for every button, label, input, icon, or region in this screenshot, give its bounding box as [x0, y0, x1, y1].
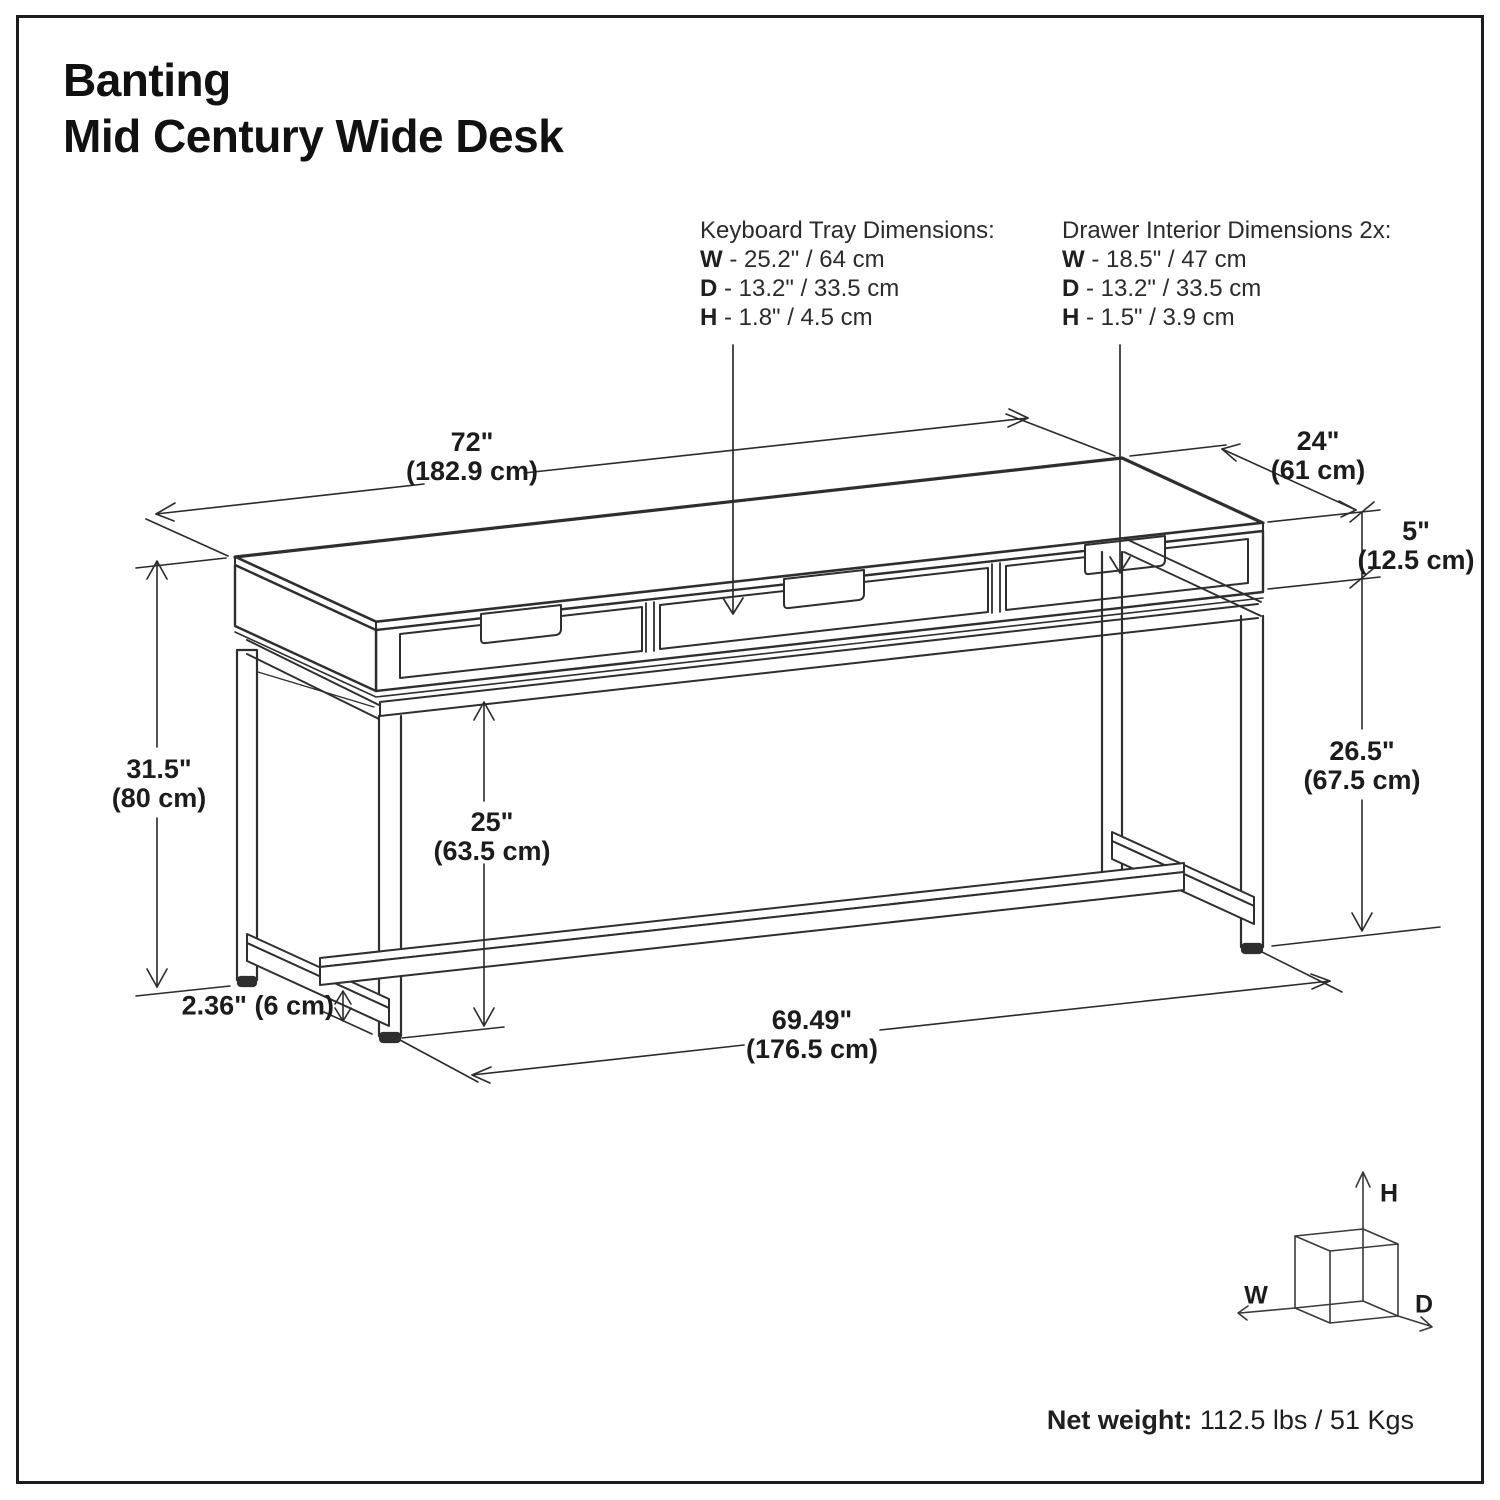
page-title: Banting Mid Century Wide Desk — [63, 52, 564, 164]
dim-label-base-width: 69.49" (176.5 cm) — [745, 1005, 879, 1065]
drawer-leader — [1109, 344, 1131, 574]
spec-row: D - 13.2" / 33.5 cm — [700, 275, 900, 303]
scale-cube-icon — [1237, 1171, 1433, 1332]
product-type: Mid Century Wide Desk — [63, 110, 564, 163]
dim-label-clearance: 25" (63.5 cm) — [433, 807, 551, 867]
keyboard-tray-leader — [722, 344, 744, 615]
net-weight: Net weight: 112.5 lbs / 51 Kgs — [1046, 1405, 1414, 1435]
drawer-right — [1005, 538, 1249, 611]
axis-label-height: H — [1379, 1179, 1399, 1208]
spec-row: H - 1.8" / 4.5 cm — [700, 304, 873, 332]
dim-label-depth: 24" (61 cm) — [1270, 426, 1366, 486]
dim-label-apron-height: 5" (12.5 cm) — [1357, 516, 1475, 576]
drawer-middle — [659, 567, 989, 650]
drawer-handle-icon — [783, 569, 865, 610]
dim-label-overall-height: 31.5" (80 cm) — [111, 754, 207, 814]
drawer-interior-specs: Drawer Interior Dimensions 2x: W - 18.5"… — [1062, 216, 1422, 332]
drawer-fronts — [399, 535, 1249, 679]
spec-row: W - 18.5" / 47 cm — [1062, 246, 1247, 274]
axis-label-depth: D — [1414, 1290, 1434, 1319]
leader-lines — [722, 344, 1131, 615]
height-axis-arrow — [1355, 1171, 1371, 1230]
keyboard-tray-specs: Keyboard Tray Dimensions: W - 25.2" / 64… — [700, 216, 1060, 332]
spec-row: H - 1.5" / 3.9 cm — [1062, 304, 1235, 332]
depth-axis-arrow — [1397, 1315, 1433, 1332]
desk-legs — [235, 550, 1265, 1044]
page-border — [16, 15, 1484, 1484]
leg-foot — [1240, 942, 1264, 955]
desk-frame-rails — [246, 537, 1262, 720]
spec-row: W - 25.2" / 64 cm — [700, 246, 885, 274]
product-name: Banting — [63, 54, 231, 106]
drawer-handle-icon — [1084, 535, 1166, 576]
dim-label-leg-height: 26.5" (67.5 cm) — [1303, 736, 1421, 796]
dim-label-stretcher-height: 2.36" (6 cm) — [181, 990, 334, 1021]
desk-stretchers — [246, 831, 1255, 1027]
dim-label-width: 72" (182.9 cm) — [405, 427, 539, 487]
dimension-lines — [135, 408, 1441, 1084]
drawer-handle-icon — [480, 604, 562, 645]
spec-heading: Keyboard Tray Dimensions: — [700, 217, 995, 244]
axis-label-width: W — [1244, 1281, 1268, 1310]
leg-foot — [236, 975, 258, 988]
spec-row: D - 13.2" / 33.5 cm — [1062, 275, 1262, 303]
width-axis-arrow — [1237, 1305, 1296, 1321]
spec-heading: Drawer Interior Dimensions 2x: — [1062, 217, 1392, 244]
leg-foot — [378, 1031, 402, 1044]
